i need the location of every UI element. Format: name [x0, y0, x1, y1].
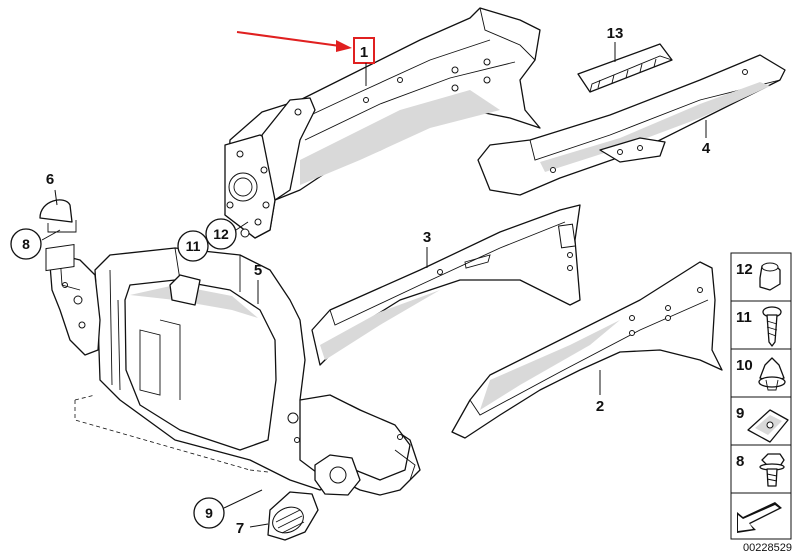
screw-icon [762, 306, 782, 347]
circled-12-label: 12 [213, 226, 229, 242]
callout-2-label: 2 [596, 398, 604, 415]
callout-3-label: 3 [423, 229, 431, 246]
part-4-longitudinal-member[interactable] [477, 54, 786, 196]
callout-4-label: 4 [702, 140, 711, 157]
legend-num-12: 12 [736, 261, 753, 278]
document-id: 00228529 [743, 542, 792, 554]
rubber-buffer-icon [759, 262, 781, 291]
callout-6-label: 6 [46, 171, 54, 188]
callout-1[interactable]: 1 [353, 37, 375, 86]
hex-bolt-icon [759, 453, 785, 487]
legend-item-8[interactable]: 8 [730, 444, 792, 494]
part-3-wheel-arch[interactable] [311, 204, 581, 366]
callout-13[interactable]: 13 [607, 25, 624, 62]
part-7-air-duct[interactable] [267, 491, 319, 541]
circled-12[interactable]: 12 [205, 218, 249, 250]
part-5-side-bracket[interactable] [49, 254, 101, 356]
legend-num-9: 9 [736, 405, 744, 422]
legend-num-11: 11 [736, 309, 752, 326]
circled-9-label: 9 [205, 505, 213, 521]
part-13-bracket[interactable] [577, 43, 673, 93]
arrow-icon [737, 502, 782, 533]
circled-9[interactable]: 9 [193, 489, 263, 529]
direction-arrow-box[interactable] [730, 492, 792, 540]
callout-7-label: 7 [236, 520, 244, 537]
callout-13-label: 13 [607, 25, 624, 42]
legend-item-9[interactable]: 9 [730, 396, 792, 446]
legend-item-11[interactable]: 11 [730, 300, 792, 350]
expanding-rivet-icon [758, 357, 786, 391]
legend-item-12[interactable]: 12 [730, 252, 792, 302]
fastener-legend: 12 11 10 [730, 252, 792, 540]
circled-11[interactable]: 11 [177, 230, 209, 262]
callout-1-label: 1 [360, 44, 368, 61]
callout-6[interactable]: 6 [46, 171, 58, 206]
legend-num-8: 8 [736, 453, 744, 470]
callout-4[interactable]: 4 [702, 120, 711, 157]
callout-3[interactable]: 3 [423, 229, 431, 268]
legend-item-10[interactable]: 10 [730, 348, 792, 398]
part-2-wheel-arch-outer[interactable] [451, 261, 723, 439]
callout-7[interactable]: 7 [236, 520, 269, 537]
callout-5[interactable]: 5 [254, 262, 262, 304]
clip-nut-icon [747, 409, 789, 443]
highlight-arrow [236, 31, 352, 52]
part-1-side-member[interactable] [224, 7, 541, 239]
callout-2[interactable]: 2 [596, 370, 604, 415]
circled-8[interactable]: 8 [10, 228, 61, 260]
circled-8-label: 8 [22, 236, 30, 252]
legend-num-10: 10 [736, 357, 753, 374]
part-5-front-carrier[interactable] [74, 247, 421, 496]
callout-5-label: 5 [254, 262, 262, 279]
circled-11-label: 11 [186, 238, 201, 254]
part-6-bracket[interactable] [39, 199, 77, 272]
